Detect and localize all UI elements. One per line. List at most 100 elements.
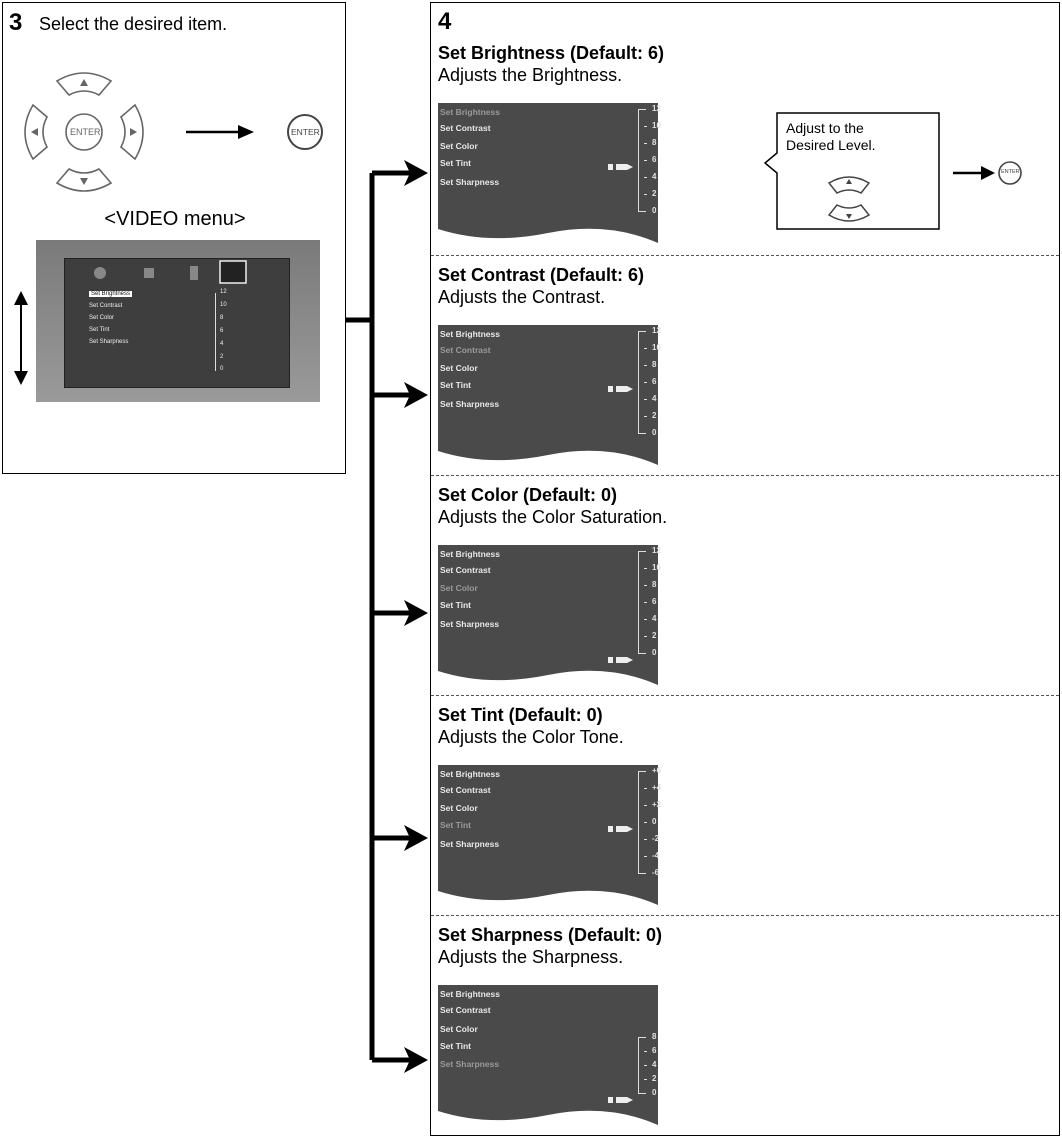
scale-value: 12	[652, 546, 661, 555]
scale-value: 8	[652, 1032, 657, 1041]
scale-tick	[644, 1051, 647, 1052]
menu-item-set-contrast[interactable]: Set Contrast	[440, 785, 491, 795]
menu-item-set-tint[interactable]: Set Tint	[440, 820, 472, 830]
arrow-right-icon	[404, 1047, 428, 1073]
menu-item-set-color[interactable]: Set Color	[440, 1024, 478, 1034]
section-divider	[431, 255, 1059, 256]
step-3-panel: 3 Select the desired item. ENTER ENTER <…	[2, 2, 346, 474]
scale-value: 2	[652, 189, 657, 198]
level-slider-icon[interactable]	[608, 649, 634, 663]
menu-item-set-brightness[interactable]: Set Brightness	[440, 549, 500, 559]
menu-item-set-brightness[interactable]: Set Brightness	[440, 329, 500, 339]
menu-item-set-sharpness[interactable]: Set Sharpness	[440, 399, 500, 409]
mini-menu-item[interactable]: Set Tint	[89, 327, 110, 333]
menu-item-set-color[interactable]: Set Color	[440, 141, 478, 151]
step-4-panel: 4 Adjust to the Desired Level. ENTER Set…	[430, 2, 1060, 1136]
menu-item-set-color[interactable]: Set Color	[440, 363, 478, 373]
scale-tick	[644, 788, 647, 789]
scale-value: 6	[652, 377, 657, 386]
setting-section: Set Tint (Default: 0)Adjusts the Color T…	[431, 695, 1061, 915]
mini-scale-value: 10	[220, 302, 227, 308]
menu-item-set-brightness[interactable]: Set Brightness	[440, 989, 500, 999]
scale-value: 8	[652, 580, 657, 589]
menu-item-set-sharpness[interactable]: Set Sharpness	[440, 619, 500, 629]
callout-line-1: Adjust to the	[786, 120, 864, 136]
setting-section: Set Contrast (Default: 6)Adjusts the Con…	[431, 255, 1061, 475]
section-description: Adjusts the Color Saturation.	[438, 507, 668, 527]
down-button-icon	[827, 204, 871, 222]
scale-tick	[644, 143, 647, 144]
disc-tab-icon	[190, 266, 198, 280]
menu-item-set-sharpness[interactable]: Set Sharpness	[440, 839, 500, 849]
menu-item-set-contrast[interactable]: Set Contrast	[440, 123, 491, 133]
scale-tick	[638, 653, 646, 654]
up-down-arrow-icon	[14, 291, 28, 385]
scale-line	[638, 331, 646, 433]
audio-tab-icon	[144, 268, 154, 278]
menu-item-set-color[interactable]: Set Color	[440, 583, 478, 593]
setting-section: Set Sharpness (Default: 0)Adjusts the Sh…	[431, 915, 1061, 1137]
menu-item-set-tint[interactable]: Set Tint	[440, 600, 472, 610]
scale-tick	[644, 160, 647, 161]
menu-item-set-brightness[interactable]: Set Brightness	[440, 769, 500, 779]
scale-value: 8	[652, 138, 657, 147]
scale-value: 12	[652, 104, 661, 113]
arrow-right-icon	[404, 825, 428, 851]
arrow-right-icon	[953, 166, 995, 180]
menu-item-set-sharpness[interactable]: Set Sharpness	[440, 177, 500, 187]
scale-value: 2	[652, 1074, 657, 1083]
menu-item-set-brightness[interactable]: Set Brightness	[440, 107, 500, 117]
menu-item-set-tint[interactable]: Set Tint	[440, 1041, 472, 1051]
menu-item-set-contrast[interactable]: Set Contrast	[440, 565, 491, 575]
scale-tick	[644, 365, 647, 366]
video-menu-label: <VIDEO menu>	[104, 208, 246, 230]
menu-item-set-tint[interactable]: Set Tint	[440, 158, 472, 168]
menu-item-set-tint[interactable]: Set Tint	[440, 380, 472, 390]
scale-value: 6	[652, 155, 657, 164]
scale-value: 10	[652, 343, 661, 352]
menu-item-set-contrast[interactable]: Set Contrast	[440, 1005, 491, 1015]
scale-tick	[638, 551, 646, 552]
scale-tick	[644, 348, 647, 349]
menu-item-set-sharpness[interactable]: Set Sharpness	[440, 1059, 500, 1069]
level-slider-icon[interactable]	[608, 378, 634, 392]
section-title: Set Sharpness (Default: 0)	[438, 925, 663, 945]
scale-value: 2	[652, 631, 657, 640]
level-slider-icon[interactable]	[608, 1089, 634, 1103]
step-3-number: 3	[9, 9, 23, 36]
scale-value: 4	[652, 1060, 657, 1069]
level-slider-icon[interactable]	[608, 818, 634, 832]
mini-menu-item[interactable]: Set Brightness	[89, 291, 133, 297]
scale-tick	[644, 126, 647, 127]
scale-tick	[638, 771, 646, 772]
mini-menu-item[interactable]: Set Contrast	[89, 303, 123, 309]
menu-item-set-contrast[interactable]: Set Contrast	[440, 345, 491, 355]
menu-tab-icons	[94, 260, 247, 284]
scale-tick	[638, 433, 646, 434]
section-description: Adjusts the Brightness.	[438, 65, 623, 85]
mini-menu-item[interactable]: Set Color	[89, 315, 115, 321]
mini-menu-item[interactable]: Set Sharpness	[89, 339, 129, 345]
scale-tick	[644, 839, 647, 840]
scale-value: 0	[652, 817, 657, 826]
scale-tick	[644, 619, 647, 620]
scale-tick	[638, 211, 646, 212]
remote-dpad-icon	[24, 72, 144, 192]
mini-scale-value: 4	[220, 341, 224, 347]
scale-tick	[638, 1037, 646, 1038]
scale-line	[638, 1037, 646, 1093]
section-divider	[431, 695, 1059, 696]
scale-value: 12	[652, 326, 661, 335]
scale-tick	[638, 873, 646, 874]
mini-scale-value: 0	[220, 366, 224, 372]
scale-value: 4	[652, 172, 657, 181]
section-description: Adjusts the Sharpness.	[438, 947, 624, 967]
scale-tick	[644, 602, 647, 603]
level-slider-icon[interactable]	[608, 156, 634, 170]
scale-value: 0	[652, 1088, 657, 1097]
section-description: Adjusts the Contrast.	[438, 287, 606, 307]
scale-tick	[644, 636, 647, 637]
menu-item-set-color[interactable]: Set Color	[440, 803, 478, 813]
